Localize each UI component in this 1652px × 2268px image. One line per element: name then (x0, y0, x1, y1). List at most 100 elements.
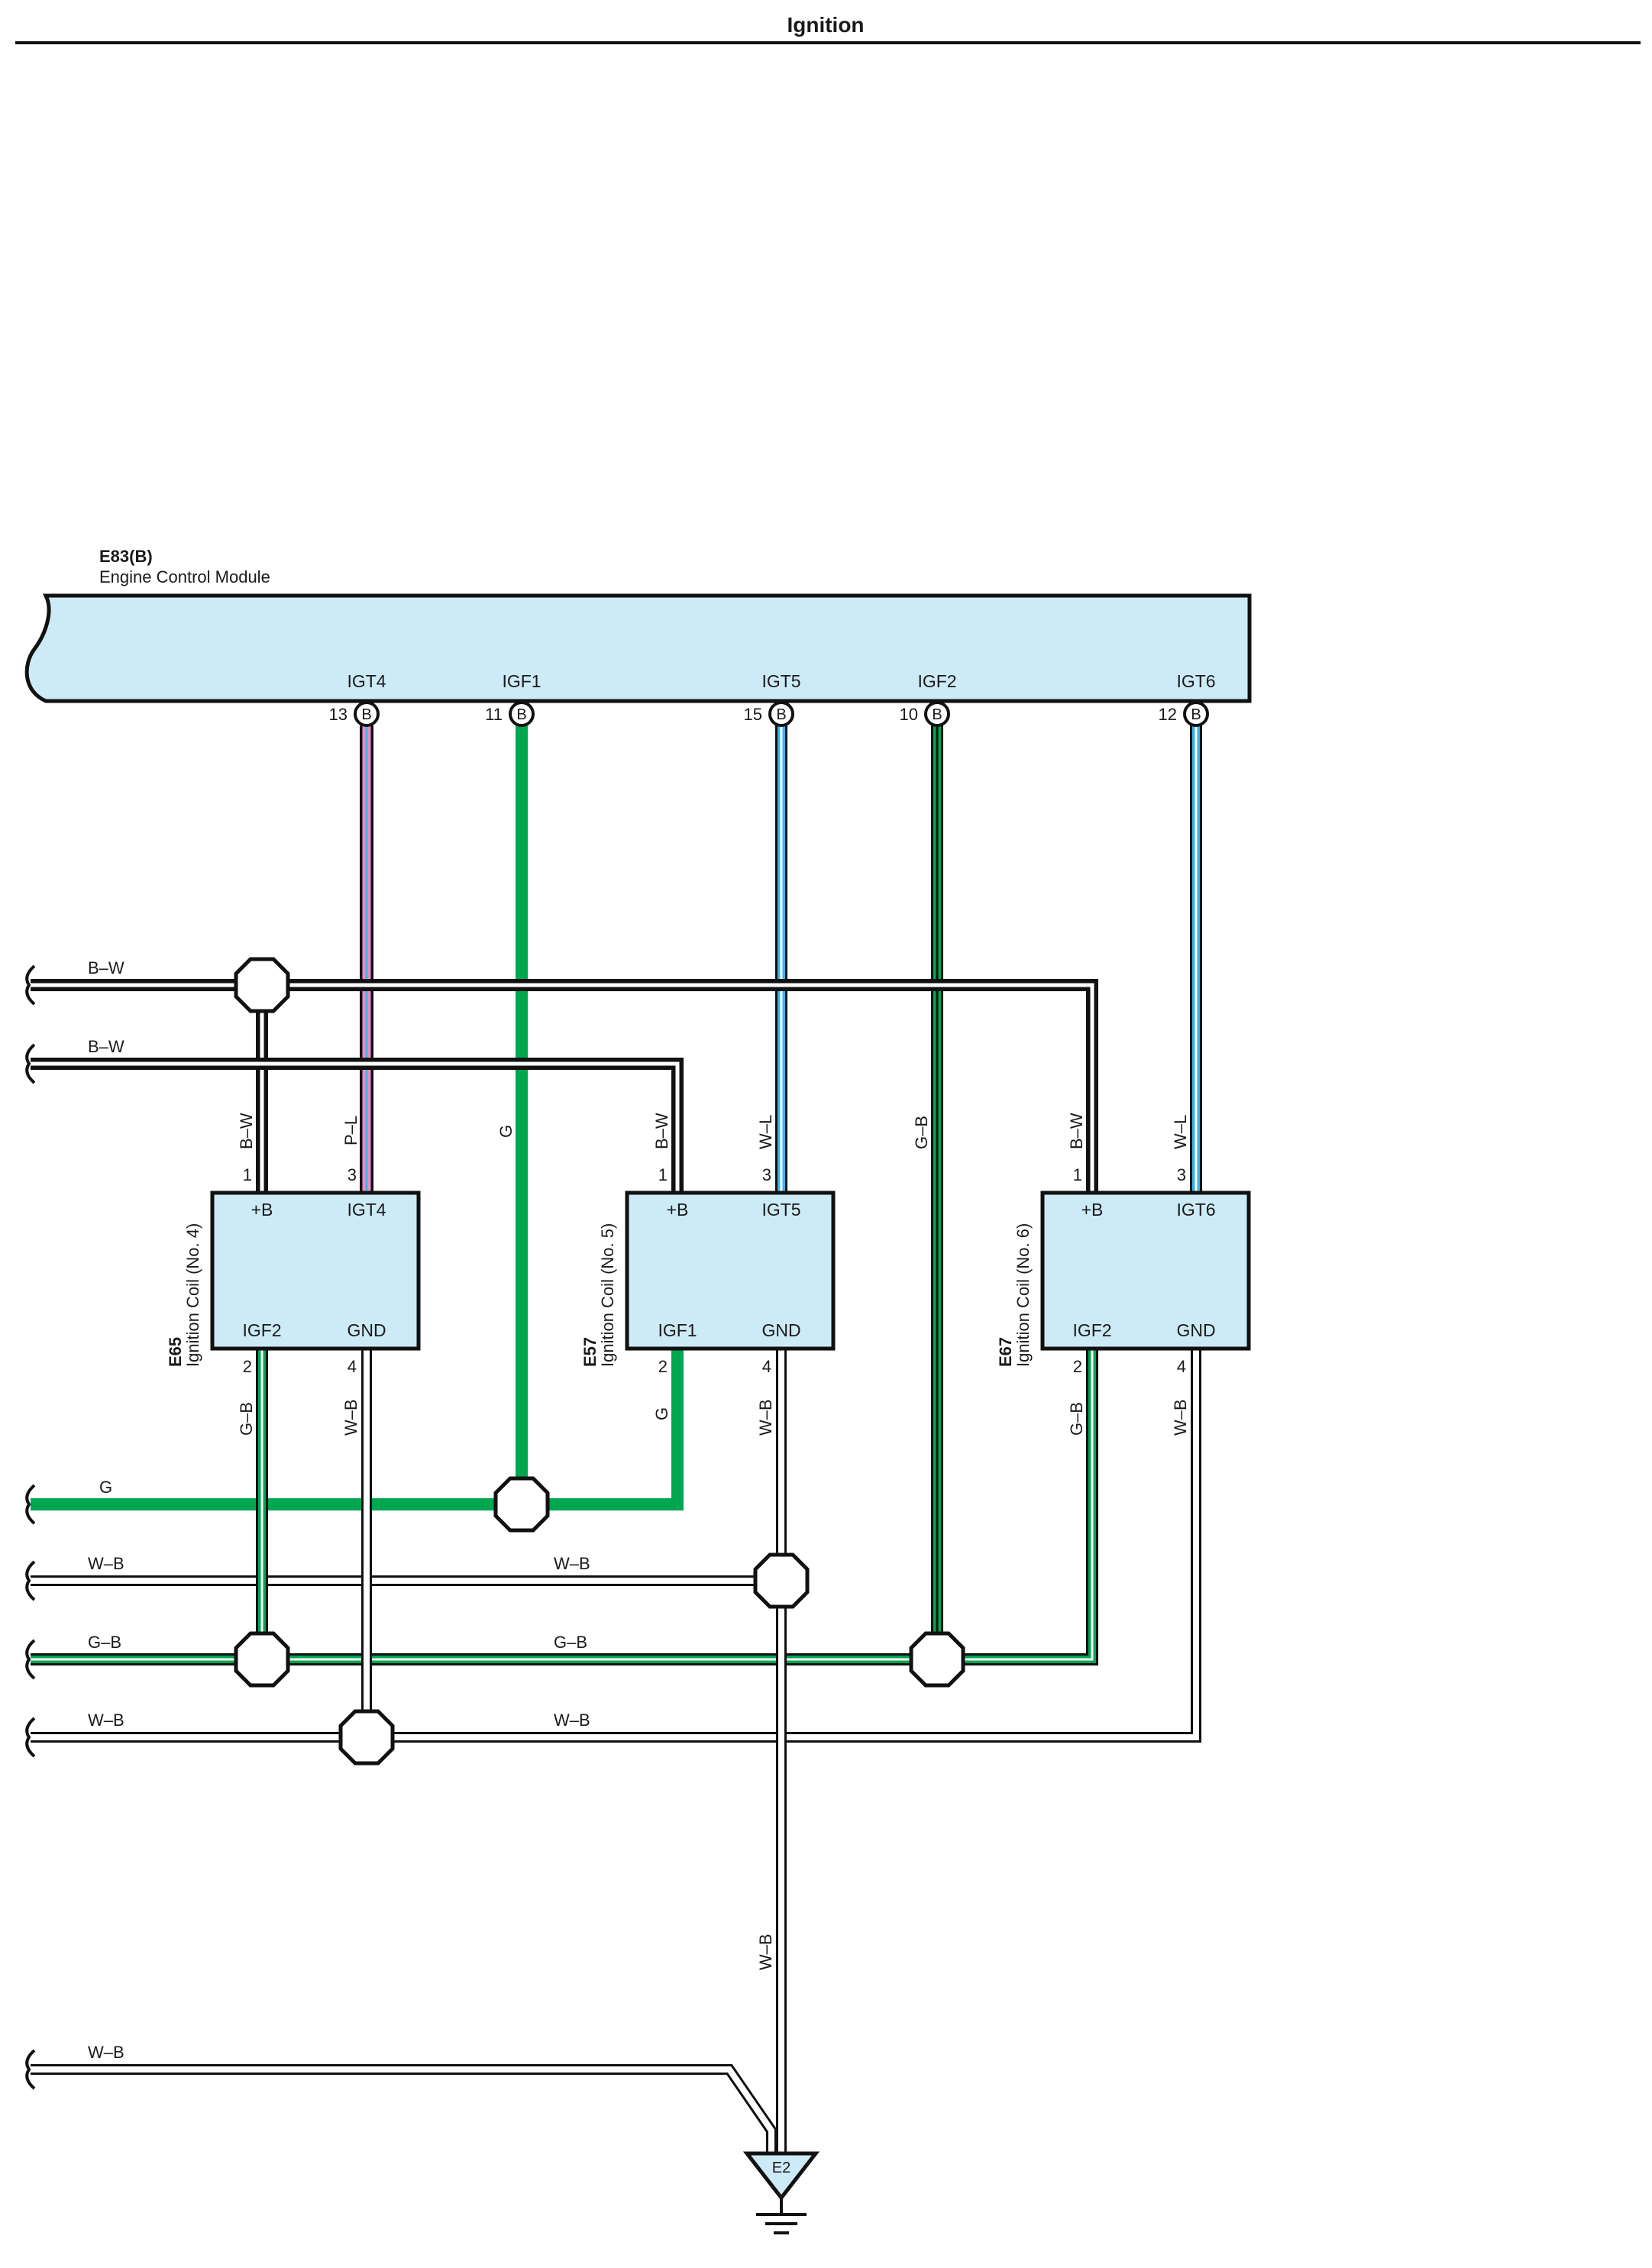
label-left-wb-3: W–B (88, 2043, 124, 2062)
coil-no5-num-b: 1 (658, 1165, 668, 1184)
ignition-coil-no6: +B IGT6 IGF2 GND 1 3 2 4 Ignition Coil (… (996, 1165, 1251, 1376)
splice-bw (234, 957, 290, 1013)
coil-no5-num-gnd: 4 (762, 1357, 771, 1376)
coil-no5-pin-igt: IGT5 (761, 1200, 800, 1220)
splice-wb-ground (753, 1552, 810, 1609)
ecm-pin-num-13: 13 (329, 705, 348, 724)
badge-igt6: B (1183, 701, 1209, 727)
ignition-coil-no4: +B IGT4 IGF2 GND 1 3 2 4 Ignition Coil (… (166, 1165, 421, 1376)
label-left-gb: G–B (88, 1633, 121, 1652)
wire-g-bus (31, 1349, 684, 1510)
label-coil4-igf: G–B (237, 1402, 256, 1436)
coil-no4-name: Ignition Coil (No. 4) (183, 1223, 202, 1367)
splice-gb-right (909, 1631, 965, 1688)
page-title: Ignition (787, 13, 864, 37)
coil-no6-num-igt: 3 (1177, 1165, 1186, 1184)
header-rule (15, 41, 1641, 44)
coil-no6-pin-igt: IGT6 (1176, 1200, 1215, 1220)
badge-igt6-letter: B (1191, 706, 1201, 723)
label-coil6-b: B–W (1067, 1113, 1086, 1149)
coil-no4-pin-b: +B (251, 1200, 273, 1220)
ignition-coil-no5: +B IGT5 IGF1 GND 1 3 2 4 Ignition Coil (… (580, 1165, 836, 1376)
coil-no6-num-gnd: 4 (1177, 1357, 1186, 1376)
ecm-pin-num-12: 12 (1159, 705, 1177, 724)
splice-points (234, 957, 965, 1766)
coil-no4-code: E65 (166, 1337, 185, 1367)
label-coil4-gnd: W–B (341, 1399, 360, 1436)
label-mid-gb: G–B (554, 1633, 587, 1652)
splice-g (493, 1476, 550, 1533)
wire-bw-2 (31, 1058, 684, 1191)
label-coil4-igt: P–L (341, 1116, 360, 1145)
label-left-wb-1: W–B (88, 1554, 124, 1573)
badge-igt5-letter: B (776, 706, 786, 723)
badge-igt4-letter: B (361, 706, 371, 723)
ground-triangle (742, 2151, 820, 2202)
coil-no6-pin-b: +B (1081, 1200, 1104, 1220)
badge-igf1-letter: B (516, 706, 526, 723)
label-coil6-igf: G–B (1067, 1402, 1086, 1436)
badge-igf2: B (924, 701, 950, 727)
label-igf2-gb: G–B (912, 1116, 931, 1149)
coil-no4-pin-igt: IGT4 (347, 1200, 386, 1220)
ecm-box (24, 593, 1252, 703)
coil-no5-pin-igf: IGF1 (658, 1320, 697, 1340)
ecm-pin-name-igf1: IGF1 (502, 671, 541, 691)
label-mid-wb-2: W–B (554, 1711, 590, 1730)
coil-no6-num-b: 1 (1073, 1165, 1082, 1184)
coil-no5-box (625, 1191, 836, 1351)
ecm-pin-name-igt5: IGT5 (761, 671, 800, 691)
label-mid-wb-1: W–B (554, 1554, 590, 1573)
wire-break-symbols (25, 964, 36, 2090)
coil-no4-num-igt: 3 (348, 1165, 357, 1184)
wire-bw-1 (31, 979, 1098, 1191)
wire-wb-3 (31, 2064, 777, 2153)
label-coil5-igt: W–L (756, 1115, 775, 1149)
ground-label: E2 (772, 2160, 790, 2176)
coil-no4-num-b: 1 (243, 1165, 252, 1184)
ecm-code: E83(B) (99, 547, 153, 566)
ecm-pin-num-15: 15 (744, 705, 762, 724)
badge-igt5: B (768, 701, 794, 727)
coil-no4-box (210, 1191, 421, 1351)
wires (31, 725, 1202, 2153)
coil-no5-num-igf: 2 (658, 1357, 668, 1376)
wire-gb-bus (31, 1349, 1098, 1665)
label-coil6-igt: W–L (1171, 1115, 1190, 1149)
label-coil5-igf: G (652, 1407, 671, 1420)
coil-no5-name: Ignition Coil (No. 5) (598, 1223, 617, 1367)
splice-wb (338, 1709, 395, 1766)
ecm-name: Engine Control Module (99, 567, 270, 586)
label-coil5-gnd: W–B (756, 1399, 775, 1436)
coil-no5-code: E57 (580, 1337, 600, 1367)
badge-igf2-letter: B (932, 706, 942, 723)
ecm-connector-badges: B B B B B (354, 701, 1209, 727)
splice-gb-left (234, 1631, 290, 1688)
coil-no6-box (1040, 1191, 1251, 1351)
badge-igt4: B (354, 701, 380, 727)
ecm-pin-name-igt4: IGT4 (347, 671, 386, 691)
label-coil6-gnd: W–B (1171, 1399, 1190, 1436)
label-left-bw-1: B–W (88, 958, 124, 977)
coil-no4-pin-gnd: GND (347, 1320, 386, 1340)
ecm-pin-num-11: 11 (485, 705, 503, 724)
coil-no6-num-igf: 2 (1073, 1357, 1082, 1376)
coil-no4-num-gnd: 4 (348, 1357, 357, 1376)
coil-no5-num-igt: 3 (762, 1165, 771, 1184)
badge-igf1: B (509, 701, 535, 727)
coil-no5-pin-b: +B (667, 1200, 689, 1220)
wire-wb-2 (31, 1349, 1201, 1743)
ecm-pin-num-10: 10 (900, 705, 918, 724)
coil-no6-name: Ignition Coil (No. 6) (1014, 1223, 1033, 1367)
ground-e2: E2 (742, 2151, 820, 2234)
coil-no4-num-igf: 2 (243, 1357, 252, 1376)
ecm-pin-name-igt6: IGT6 (1176, 671, 1215, 691)
coil-no5-pin-gnd: GND (761, 1320, 800, 1340)
label-igf1-g: G (496, 1125, 516, 1138)
coil-no6-pin-gnd: GND (1176, 1320, 1215, 1340)
ecm-pin-name-igf2: IGF2 (917, 671, 956, 691)
label-left-wb-2: W–B (88, 1711, 124, 1730)
label-ground-vertical: W–B (756, 1934, 775, 1970)
coil-no6-pin-igf: IGF2 (1072, 1320, 1111, 1340)
